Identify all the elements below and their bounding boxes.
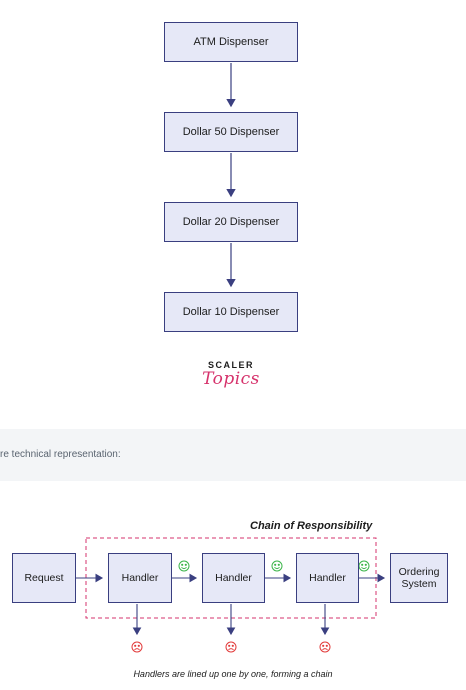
ordering-system-label: Ordering System xyxy=(398,566,440,590)
info-bar-text: re technical representation: xyxy=(0,449,121,460)
happy-face-icon xyxy=(178,560,190,572)
dollar-20-dispenser-box: Dollar 20 Dispenser xyxy=(164,202,298,242)
sad-face-icon xyxy=(225,641,237,653)
dollar-10-dispenser-box: Dollar 10 Dispenser xyxy=(164,292,298,332)
request-box: Request xyxy=(12,553,76,603)
sad-face-icon xyxy=(319,641,331,653)
handler-box-1: Handler xyxy=(108,553,172,603)
handler-label-1: Handler xyxy=(121,572,159,584)
logo-wordmark: SCALER xyxy=(207,360,254,370)
dollar-10-dispenser-label: Dollar 10 Dispenser xyxy=(182,306,280,318)
ordering-system-box: Ordering System xyxy=(390,553,448,603)
handler-label-2: Handler xyxy=(215,572,252,584)
chain-title: Chain of Responsibility xyxy=(250,520,373,532)
scaler-topics-logo: SCALER Topics xyxy=(196,356,266,396)
handler-label-3: Handler xyxy=(309,572,346,584)
happy-face-icon xyxy=(358,560,370,572)
dollar-50-dispenser-label: Dollar 50 Dispenser xyxy=(182,126,280,138)
happy-face-icon xyxy=(271,560,283,572)
handler-box-2: Handler xyxy=(202,553,265,603)
dollar-20-dispenser-label: Dollar 20 Dispenser xyxy=(182,216,280,228)
request-label: Request xyxy=(24,572,64,584)
atm-dispenser-box: ATM Dispenser xyxy=(164,22,298,62)
flowchart-arrows xyxy=(226,63,236,288)
sad-face-icon xyxy=(131,641,143,653)
dispenser-flowchart: ATM Dispenser Dollar 50 Dispenser Dollar… xyxy=(164,22,298,332)
handler-box-3: Handler xyxy=(296,553,359,603)
dollar-50-dispenser-box: Dollar 50 Dispenser xyxy=(164,112,298,152)
atm-dispenser-label: ATM Dispenser xyxy=(193,36,269,48)
logo-script: Topics xyxy=(202,369,260,389)
info-bar: re technical representation: xyxy=(0,429,466,481)
chain-caption: Handlers are lined up one by one, formin… xyxy=(133,669,333,679)
